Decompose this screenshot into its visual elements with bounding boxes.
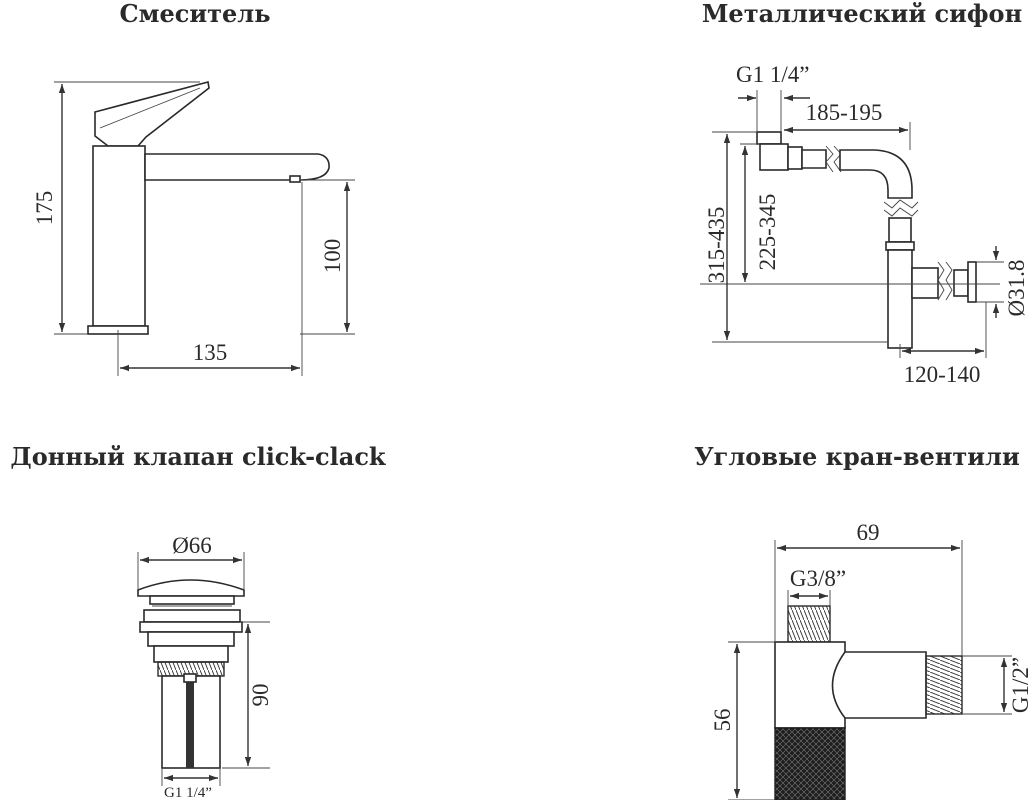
mixer-drawing: 175 100 135: [32, 81, 355, 376]
valve-width-label: 69: [857, 520, 880, 545]
siphon-height-inner-label: 225-345: [755, 194, 780, 271]
mixer-title: Смеситель: [120, 0, 271, 28]
valve-title: Угловые кран-вентили: [694, 442, 1020, 471]
valve-thread-top-label: G3/8”: [790, 566, 846, 591]
valve-drawing: 69 G3/8” G1/2” 56: [710, 520, 1033, 800]
valve-thread-side-label: G1/2”: [1008, 657, 1033, 713]
siphon-offset-label: 120-140: [904, 362, 981, 387]
siphon-title: Металлический сифон: [702, 0, 1022, 28]
drain-cap: [137, 579, 245, 597]
mixer-height-total-label: 175: [32, 191, 57, 226]
siphon-width-label: 185-195: [806, 100, 883, 125]
mixer-body: [92, 145, 146, 327]
drain-thread-label: G1 1/4”: [164, 785, 212, 800]
valve-top-thread: [787, 605, 831, 643]
valve-side-outlet: [831, 651, 927, 719]
drain-height-label: 90: [248, 684, 273, 707]
drain-diameter-label: Ø66: [172, 533, 212, 558]
siphon-thread-label: G1 1/4”: [736, 62, 809, 87]
valve-knurled-handle: [774, 727, 846, 800]
siphon-height-outer-label: 315-435: [704, 207, 729, 284]
mixer-height-spout-label: 100: [320, 239, 345, 274]
valve-side-thread: [925, 655, 963, 715]
valve-height-label: 56: [710, 709, 735, 732]
mixer-reach-label: 135: [193, 340, 228, 365]
siphon-drawing: G1 1/4” 185-195 315-435 225-345 Ø31.8 12…: [700, 62, 1029, 387]
drain-drawing: Ø66 90 G1 1/4”: [137, 533, 273, 800]
siphon-diameter-label: Ø31.8: [1004, 260, 1029, 317]
mixer-handle: [94, 81, 210, 147]
drain-title: Донный клапан click-clack: [10, 442, 387, 471]
mixer-spout: [144, 153, 330, 181]
